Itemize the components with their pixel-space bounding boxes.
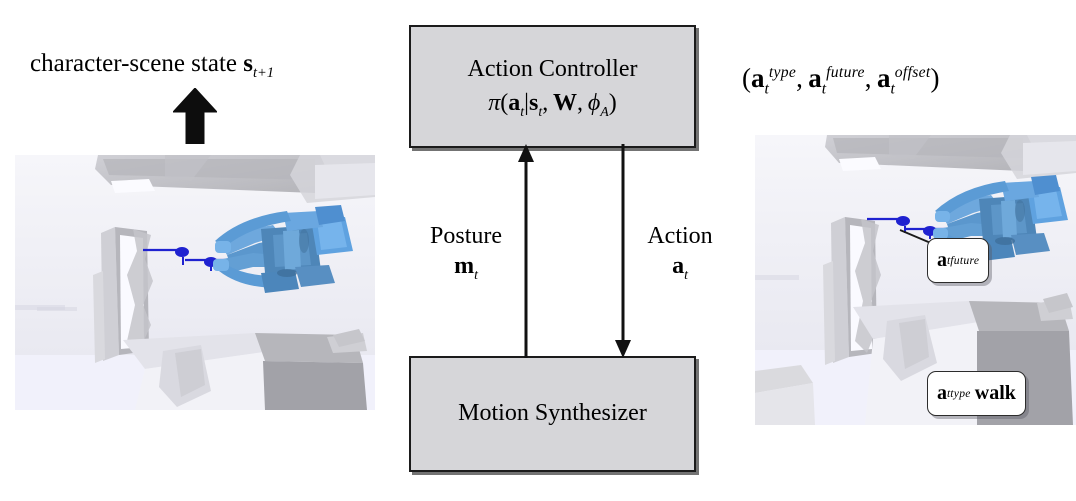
caption-symbol-base: s — [243, 50, 253, 77]
paren-open: ( — [500, 90, 509, 116]
posture-symbol-base: m — [454, 252, 475, 279]
left-scene-caption: character-scene state st+1 — [30, 50, 274, 80]
character-right — [933, 175, 1068, 261]
motion-synthesizer-title: Motion Synthesizer — [458, 400, 647, 427]
character-left — [213, 205, 353, 293]
motion-synthesizer-box[interactable]: Motion Synthesizer — [409, 356, 696, 472]
action-controller-box[interactable]: Action Controller π(at|st, W, ϕA) — [409, 25, 696, 148]
tuple-paren-open: ( — [742, 63, 751, 93]
type-callout-base: a — [937, 382, 947, 404]
phi-sub: A — [600, 104, 609, 120]
policy-symbol: π — [488, 90, 501, 116]
action-controller-title: Action Controller — [467, 55, 638, 82]
tuple-sep-2: , — [864, 63, 872, 93]
tuple-term-0-sup: type — [768, 64, 797, 81]
caption-symbol: st+1 — [243, 50, 274, 80]
tuple-term-2-sup: offset — [894, 64, 931, 81]
action-sub: t — [520, 104, 525, 120]
paren-close: ) — [608, 90, 617, 116]
action-controller-formula: π(at|st, W, ϕA) — [488, 89, 617, 120]
action-label-text: Action — [647, 223, 713, 249]
caption-symbol-sub: t+1 — [252, 65, 275, 81]
action-arrow-label: Action at — [632, 222, 728, 282]
comma-1: , — [542, 90, 549, 116]
action-symbol: at — [632, 252, 728, 282]
state-base: s — [528, 90, 539, 116]
posture-label-text: Posture — [430, 223, 502, 249]
scene-render-right — [755, 135, 1076, 425]
posture-symbol: mt — [413, 252, 519, 282]
tuple-term-0-sub: t — [764, 80, 769, 98]
posture-symbol-sub: t — [474, 267, 478, 283]
action-symbol-base: a — [672, 252, 685, 279]
future-callout-base: a — [937, 249, 947, 271]
comma-2: , — [577, 90, 583, 116]
tuple-term-1-base: a — [808, 63, 822, 93]
scene-left-svg — [15, 155, 375, 410]
tuple-sep-1: , — [796, 63, 803, 93]
tuple-term-2-base: a — [876, 63, 891, 93]
scene-left-mesh — [15, 155, 375, 410]
type-callout-value: walk — [974, 382, 1016, 404]
caption-text: character-scene state — [30, 50, 237, 77]
action-arrow-down-icon — [615, 144, 631, 358]
scene-right-svg — [755, 135, 1076, 425]
scene-render-left — [15, 155, 375, 410]
state-feedback-arrow-icon — [173, 88, 217, 144]
posture-arrow-label: Posture mt — [413, 222, 519, 282]
action-tuple-formula: (attype, atfuture, atoffset) — [742, 63, 940, 98]
tuple-term-1-sup: future — [826, 64, 865, 81]
tuple-paren-close: ) — [930, 63, 940, 93]
action-base: a — [508, 90, 521, 116]
phi-base: ϕ — [587, 90, 601, 116]
action-symbol-sub: t — [684, 267, 688, 283]
tuple-term-2-sub: t — [890, 80, 895, 98]
posture-arrow-up-icon — [518, 144, 534, 358]
conditional-bar: | — [524, 90, 529, 116]
tuple-term-0-base: a — [751, 63, 765, 93]
tuple-term-1-sub: t — [821, 80, 827, 98]
scene-right-mesh — [755, 135, 1076, 425]
weights-symbol: W — [553, 90, 577, 116]
state-sub: t — [538, 104, 543, 120]
